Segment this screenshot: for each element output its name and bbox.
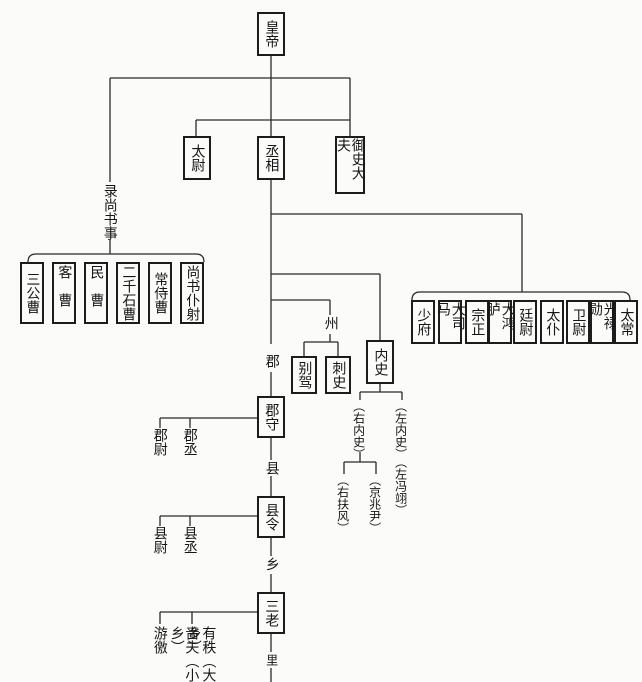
label-you-neishi: （右内史） xyxy=(351,400,366,460)
node-dasima-label: 大司马 xyxy=(435,302,466,330)
node-taiwei: 太尉 xyxy=(183,136,211,180)
label-xianwei: 县尉 xyxy=(151,526,168,554)
node-junshou: 郡守 xyxy=(257,396,285,438)
node-changshi: 常侍曹 xyxy=(148,262,172,324)
node-mincao: 民曹 xyxy=(84,262,108,324)
label-sefu: 啬夫（小乡） xyxy=(168,626,200,682)
label-zhou: 州 xyxy=(322,316,339,330)
node-emperor-label: 皇帝 xyxy=(263,20,280,48)
node-tingwei: 廷尉 xyxy=(513,300,537,344)
node-neishi: 内史 xyxy=(366,340,394,384)
node-dahonglu: 大鸿胪 xyxy=(485,300,516,344)
node-kecao: 客曹 xyxy=(52,262,76,324)
node-sangong-label: 三公曹 xyxy=(24,272,41,314)
node-shangshupuye: 尚书仆射 xyxy=(180,262,204,324)
node-guanglu: 光禄勋 xyxy=(587,300,618,344)
node-yushi-label: 御史大夫 xyxy=(335,138,366,180)
label-zuo-neishi: （左内史） xyxy=(393,400,408,460)
node-erqianshi: 二千石曹 xyxy=(116,262,140,324)
node-dahonglu-label: 大鸿胪 xyxy=(485,302,516,330)
node-junshou-label: 郡守 xyxy=(263,403,280,431)
node-taichang-label: 太常 xyxy=(618,308,635,336)
label-xiang: 乡 xyxy=(263,557,280,571)
label-youzhi: 有秩（大乡） xyxy=(185,626,217,682)
node-dasima: 大司马 xyxy=(435,300,466,344)
label-lushangshu: 录尚书事 xyxy=(101,184,118,240)
node-neishi-label: 内史 xyxy=(372,348,389,376)
node-weiwei-label: 卫尉 xyxy=(570,308,587,336)
node-cishi: 刺史 xyxy=(325,356,351,394)
node-yushi: 御史大夫 xyxy=(335,136,366,194)
node-sanlao-label: 三老 xyxy=(263,599,280,627)
node-sanlao: 三老 xyxy=(257,592,285,634)
node-cishi-label: 刺史 xyxy=(330,361,347,389)
label-jun: 郡 xyxy=(263,354,280,368)
node-biejia: 别驾 xyxy=(291,356,317,394)
node-chengxiang-label: 丞相 xyxy=(263,144,280,172)
node-shaofu: 少府 xyxy=(411,300,435,344)
node-mincao-label: 民曹 xyxy=(88,265,105,321)
node-biejia-label: 别驾 xyxy=(296,361,313,389)
node-shaofu-label: 少府 xyxy=(415,308,432,336)
node-chengxiang: 丞相 xyxy=(257,136,285,180)
node-emperor: 皇帝 xyxy=(257,12,285,56)
node-kecao-label: 客曹 xyxy=(56,265,73,321)
node-zongzheng-label: 宗正 xyxy=(469,308,486,336)
label-li: 里 xyxy=(264,654,279,666)
node-taipu-label: 太仆 xyxy=(544,308,561,336)
node-taipu: 太仆 xyxy=(540,300,564,344)
label-xian: 县 xyxy=(263,461,280,475)
label-juncheng: 郡丞 xyxy=(181,428,198,456)
node-weiwei: 卫尉 xyxy=(566,300,590,344)
node-taichang: 太常 xyxy=(614,300,638,344)
node-sangong: 三公曹 xyxy=(20,262,44,324)
label-xiancheng: 县丞 xyxy=(181,526,198,554)
node-tingwei-label: 廷尉 xyxy=(517,308,534,336)
node-guanglu-label: 光禄勋 xyxy=(587,302,618,330)
label-zuopingyi: （左冯翊） xyxy=(393,456,408,516)
node-xianling: 县令 xyxy=(257,496,285,538)
label-youjiao: 游徼 xyxy=(151,626,168,654)
node-changshi-label: 常侍曹 xyxy=(152,272,169,314)
node-shangshupuye-label: 尚书仆射 xyxy=(184,265,201,321)
label-jingzhaoyin: （京兆尹） xyxy=(367,474,382,534)
label-junwei: 郡尉 xyxy=(151,428,168,456)
node-taiwei-label: 太尉 xyxy=(189,144,206,172)
label-youfufeng: （右扶风） xyxy=(335,474,350,534)
node-erqianshi-label: 二千石曹 xyxy=(120,265,137,321)
node-xianling-label: 县令 xyxy=(263,503,280,531)
